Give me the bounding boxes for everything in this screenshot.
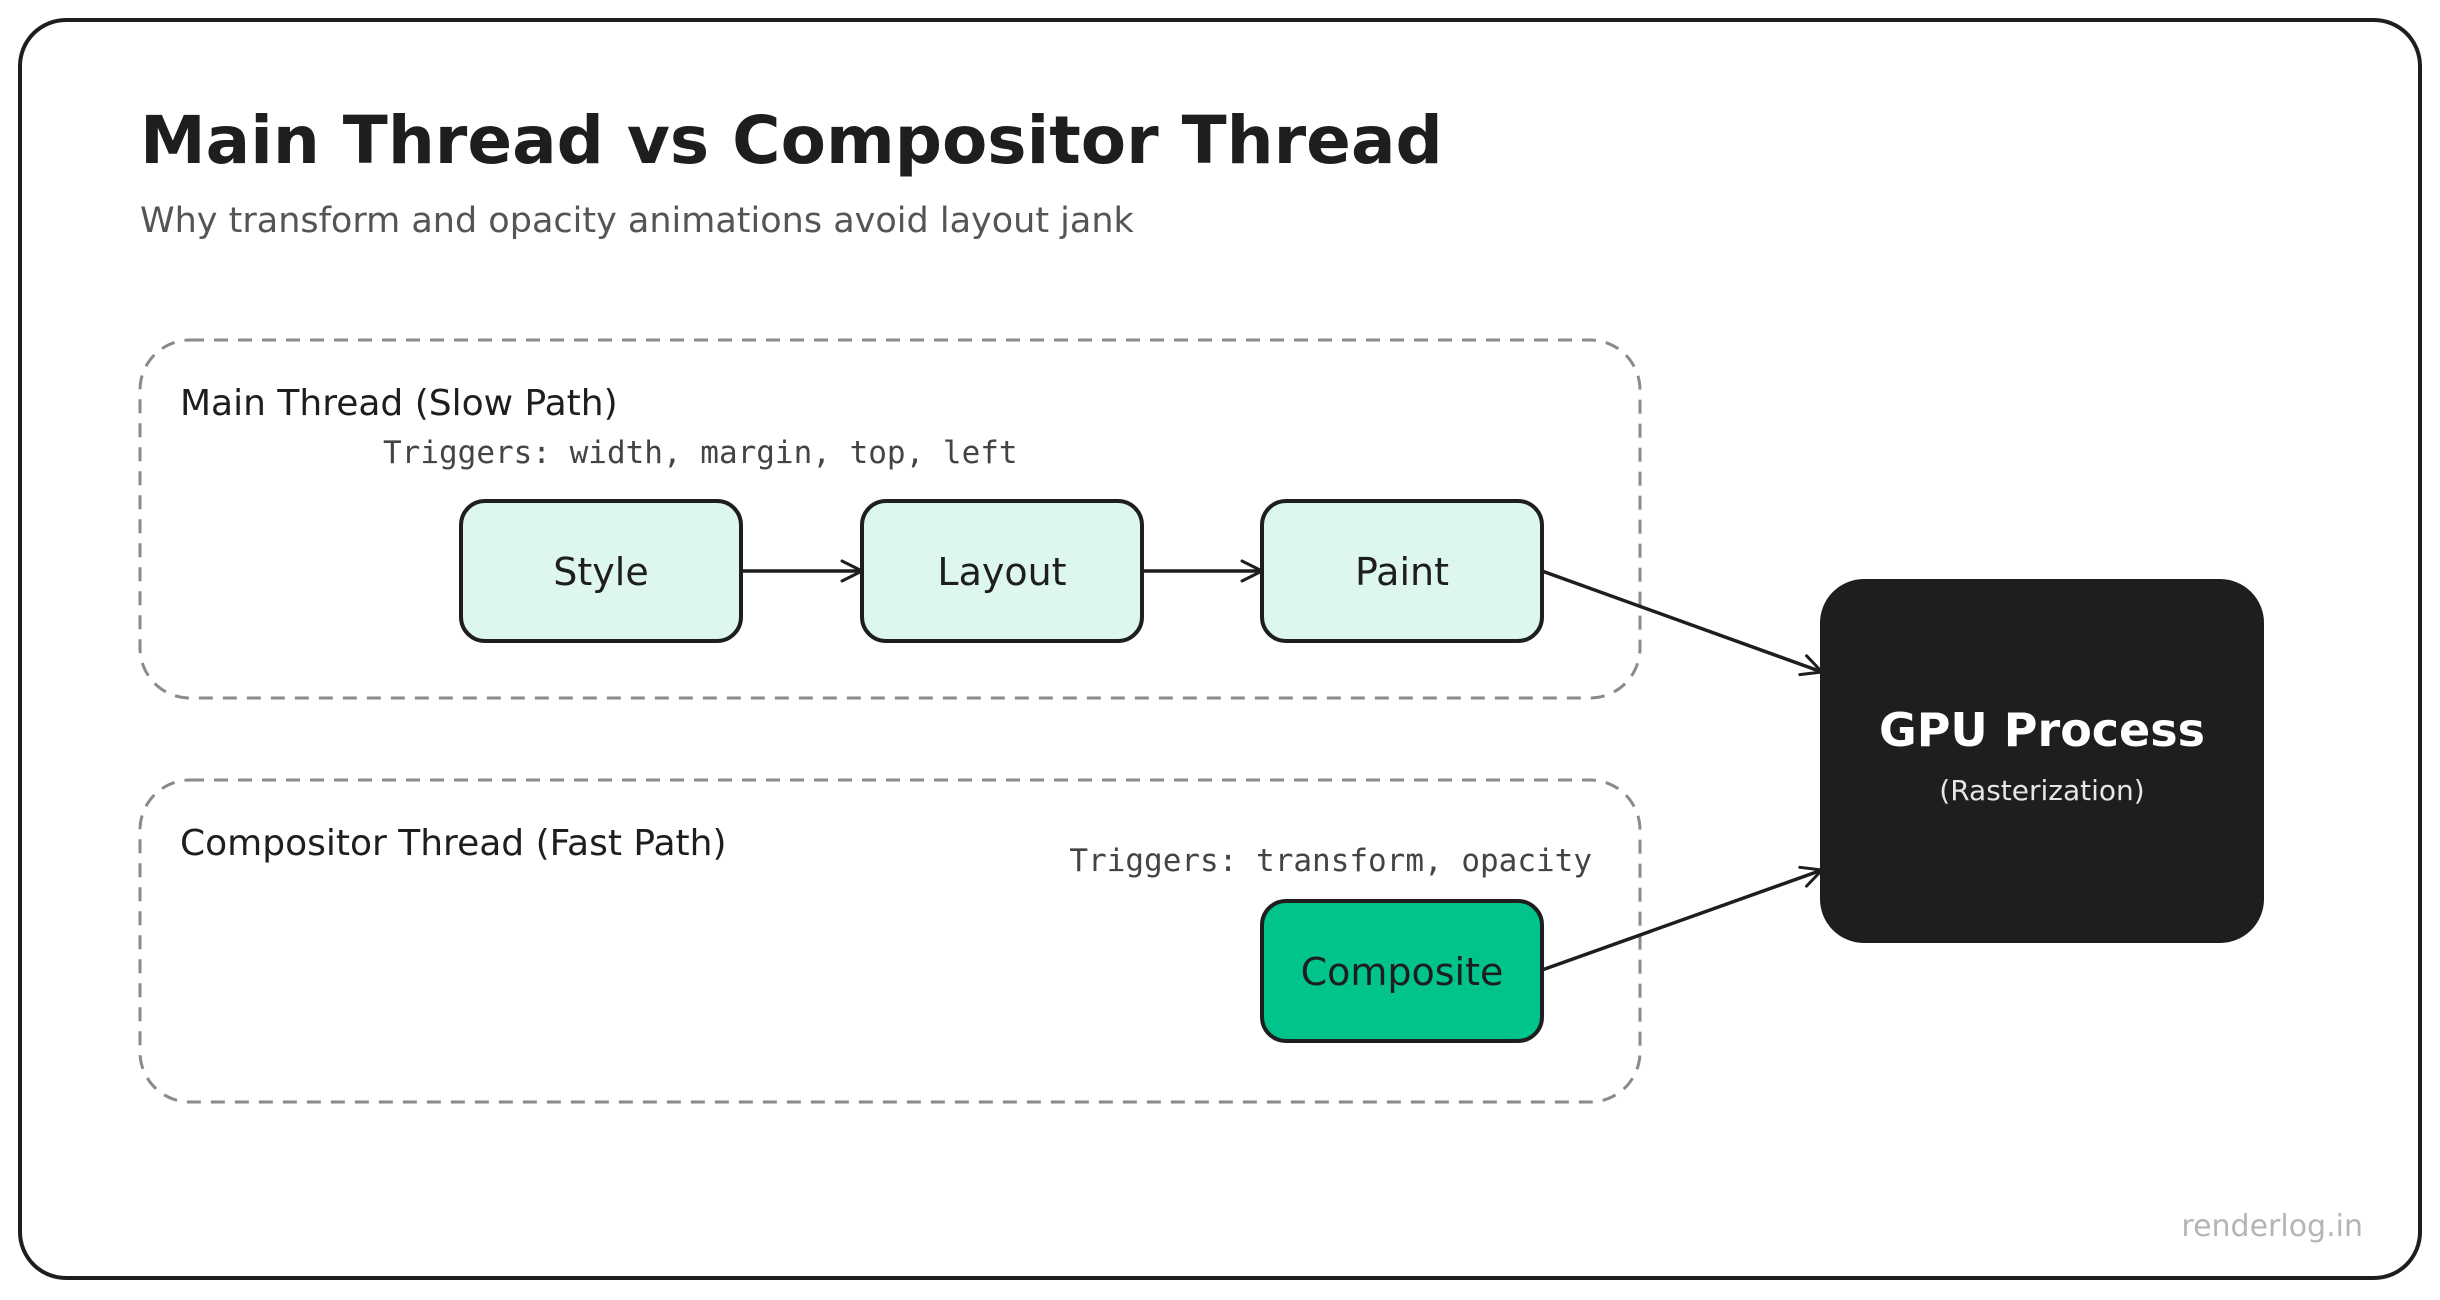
composite-node-label: Composite bbox=[1301, 950, 1504, 994]
arrow-paint-to-gpu bbox=[1541, 569, 1824, 677]
compositor-thread-triggers: Triggers: transform, opacity bbox=[1069, 843, 1592, 879]
compositor-thread-label: Compositor Thread (Fast Path) bbox=[180, 823, 727, 864]
composite-node bbox=[1260, 899, 1544, 1043]
compositor-thread-group bbox=[138, 778, 1642, 1104]
gpu-process-node bbox=[1820, 579, 2264, 943]
diagram-subtitle: Why transform and opacity animations avo… bbox=[140, 201, 1135, 241]
main-thread-label: Main Thread (Slow Path) bbox=[180, 383, 618, 424]
gpu-process-sublabel: (Rasterization) bbox=[1939, 774, 2144, 807]
layout-node-label: Layout bbox=[937, 550, 1066, 594]
style-node bbox=[459, 499, 743, 643]
main-thread-triggers: Triggers: width, margin, top, left bbox=[383, 435, 1018, 471]
paint-node-label: Paint bbox=[1355, 550, 1449, 594]
outer-frame bbox=[18, 18, 2422, 1280]
paint-node bbox=[1260, 499, 1544, 643]
layout-node bbox=[860, 499, 1144, 643]
arrow-composite-to-gpu bbox=[1541, 865, 1824, 972]
style-node-label: Style bbox=[553, 550, 648, 594]
watermark: renderlog.in bbox=[2181, 1209, 2363, 1244]
diagram-title: Main Thread vs Compositor Thread bbox=[140, 102, 1443, 179]
main-thread-group bbox=[138, 338, 1642, 700]
gpu-process-label: GPU Process bbox=[1879, 703, 2205, 757]
